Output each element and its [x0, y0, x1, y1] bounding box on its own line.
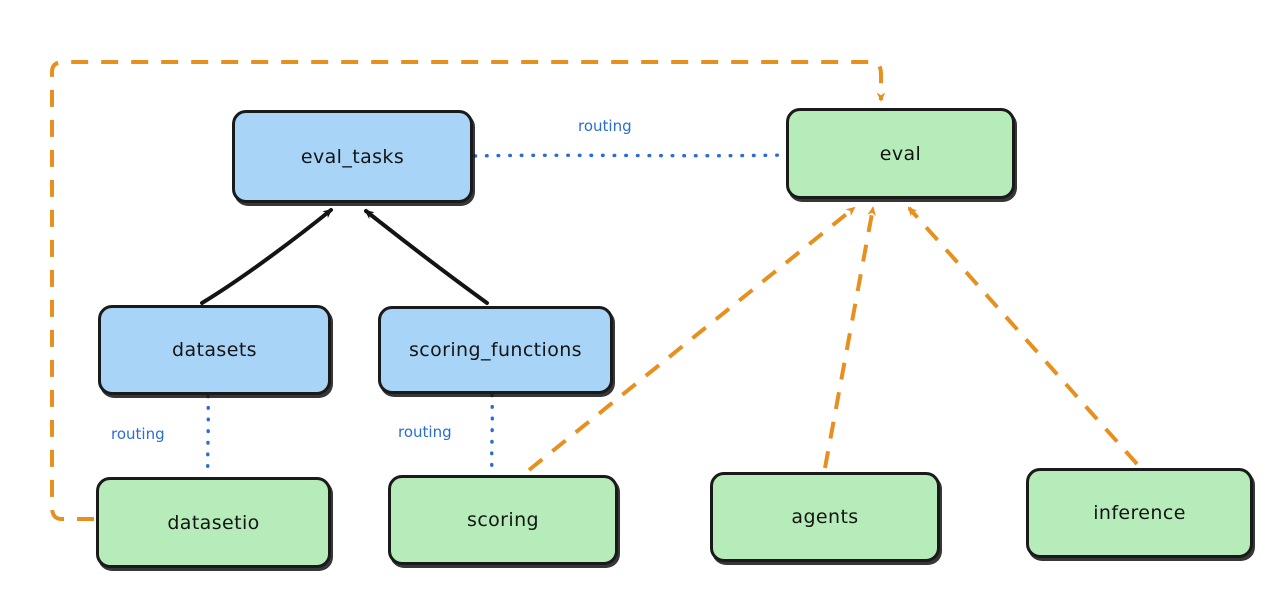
- node-inference[interactable]: inference: [1026, 468, 1253, 558]
- node-label-scoring_functions: scoring_functions: [409, 339, 582, 361]
- edge-label-routing-datasets-datasetio: routing: [111, 425, 165, 443]
- node-eval[interactable]: eval: [786, 108, 1015, 199]
- node-datasets[interactable]: datasets: [98, 305, 331, 395]
- edge-datasetio-to-eval: [50, 60, 886, 521]
- edge-datasets-to-eval_tasks: [200, 208, 333, 305]
- node-label-scoring: scoring: [467, 509, 539, 531]
- edge-label-routing-eval_tasks-eval: routing: [578, 117, 632, 135]
- node-label-agents: agents: [791, 506, 859, 528]
- node-label-datasetio: datasetio: [167, 511, 260, 534]
- node-scoring[interactable]: scoring: [388, 475, 618, 565]
- edge-scoring-to-eval: [527, 206, 856, 472]
- edge-agents-to-eval: [823, 206, 876, 469]
- edge-scoring_functions-to-eval_tasks: [364, 209, 489, 305]
- node-eval_tasks[interactable]: eval_tasks: [232, 110, 473, 203]
- node-label-eval: eval: [879, 142, 922, 165]
- node-datasetio[interactable]: datasetio: [96, 477, 331, 568]
- edge-scoring_functions-to-scoring: [490, 393, 494, 476]
- node-label-datasets: datasets: [172, 339, 257, 361]
- node-scoring_functions[interactable]: scoring_functions: [378, 306, 613, 394]
- edge-inference-to-eval: [907, 206, 1139, 466]
- node-agents[interactable]: agents: [710, 472, 940, 562]
- edge-datasets-to-datasetio: [206, 394, 210, 478]
- node-label-inference: inference: [1093, 502, 1186, 524]
- node-label-eval_tasks: eval_tasks: [300, 145, 405, 168]
- edge-eval_tasks-to-eval: [473, 153, 786, 158]
- edge-label-routing-scoring_functions-scoring: routing: [398, 423, 452, 441]
